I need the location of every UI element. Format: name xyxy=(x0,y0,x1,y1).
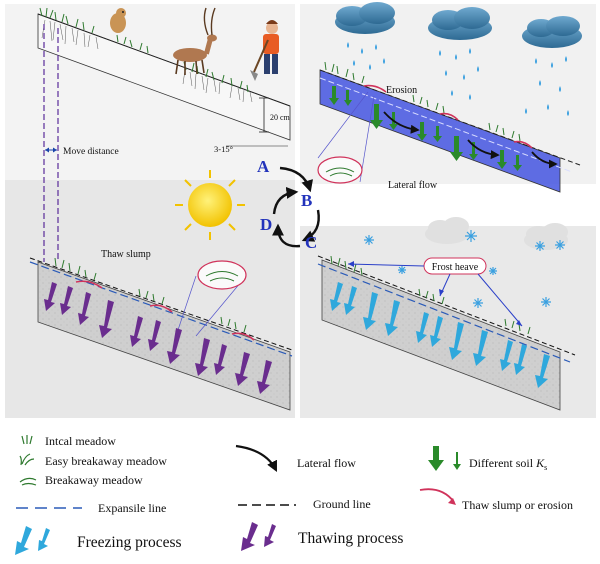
legend-lateral-label: Lateral flow xyxy=(297,456,356,470)
legend-freezing: Freezing process xyxy=(15,526,182,555)
cycle-label-b: B xyxy=(301,191,312,210)
depth-label: 20 cm xyxy=(270,113,291,122)
rain-cloud-icon xyxy=(428,7,492,40)
legend-expansile-line: Expansile line xyxy=(16,501,166,515)
slope-angle-label: 3-15° xyxy=(214,144,233,154)
freezing-arrows-bottom-right xyxy=(330,282,550,388)
legend-expansile-label: Expansile line xyxy=(98,501,166,515)
zoom-ellipse-top-right xyxy=(317,91,375,184)
snowflake-icon xyxy=(398,266,406,274)
legend-breakaway-label: Breakaway meadow xyxy=(45,473,143,487)
bottom-right-slope xyxy=(317,255,576,411)
legend-easy-label: Easy breakaway meadow xyxy=(45,454,167,468)
move-distance-marker: Move distance xyxy=(43,24,119,262)
rain-cloud-icon xyxy=(335,2,395,34)
snowflake-icon xyxy=(465,230,477,242)
marmot-icon xyxy=(110,8,126,33)
legend-thaw-slump: Thaw slump or erosion xyxy=(419,488,573,512)
raindrops xyxy=(347,42,569,116)
snowflake-icon xyxy=(535,241,545,251)
intact-meadow-icon xyxy=(21,435,33,445)
lateral-flow-icon xyxy=(235,444,277,472)
erosion-arrows-top-right xyxy=(363,84,533,149)
sun-icon xyxy=(175,170,245,240)
grass-top-right xyxy=(324,61,521,142)
freezing-arrow-small-icon xyxy=(38,528,50,551)
frost-heave-callout: Frost heave xyxy=(347,257,523,327)
snowflakes xyxy=(364,230,565,308)
thawing-arrow-small-icon xyxy=(264,524,276,547)
lateral-flow-arrows-top-right xyxy=(383,111,558,169)
thawing-arrow-large-icon xyxy=(241,522,258,551)
erosion-label: Erosion xyxy=(386,85,417,96)
ks-small-arrow-icon xyxy=(453,452,461,470)
snowflake-icon xyxy=(489,267,497,275)
legend-ground-line: Ground line xyxy=(238,497,371,511)
cycle-diagram: A B C D xyxy=(257,157,320,252)
legend-thawing: Thawing process xyxy=(241,522,403,551)
lateral-flow-label: Lateral flow xyxy=(388,180,438,191)
legend-breakaway-meadow: Breakaway meadow xyxy=(19,473,143,487)
legend-thaw-slump-label: Thaw slump or erosion xyxy=(462,498,573,512)
cycle-label-c: C xyxy=(305,233,317,252)
thaw-slump-arrow-icon xyxy=(419,488,455,503)
ks-arrows-top-right xyxy=(329,86,522,171)
thawing-arrows-bottom-left xyxy=(44,282,272,394)
snowflake-icon xyxy=(555,240,565,250)
depth-marker: 20 cm xyxy=(259,97,291,133)
rain-cloud-icon xyxy=(522,16,582,48)
freezing-arrow-large-icon xyxy=(15,526,32,555)
roots-top-left xyxy=(41,19,253,103)
snowflake-icon xyxy=(541,297,551,307)
legend-thawing-label: Thawing process xyxy=(298,530,403,547)
bottom-left-slope xyxy=(29,257,293,411)
clouds xyxy=(335,2,582,48)
legend-ground-label: Ground line xyxy=(313,497,371,511)
frost-heave-label: Frost heave xyxy=(432,262,479,273)
slump-arrows-bottom-left xyxy=(75,280,255,341)
cycle-label-d: D xyxy=(260,215,272,234)
snowflake-icon xyxy=(364,235,374,245)
snowflake-icon xyxy=(473,298,483,308)
digging-person-icon xyxy=(250,20,279,81)
breakaway-meadow-icon xyxy=(19,477,37,486)
legend-soil-ks: Different soil Ks xyxy=(428,446,547,472)
legend-freezing-label: Freezing process xyxy=(77,534,182,551)
legend-easy-meadow: Easy breakaway meadow xyxy=(19,453,167,468)
move-distance-label: Move distance xyxy=(63,147,119,157)
easy-meadow-icon xyxy=(19,453,35,466)
thaw-slump-label: Thaw slump xyxy=(101,249,151,260)
legend-soil-ks-label: Different soil Ks xyxy=(469,456,547,472)
legend-intact-meadow: Intcal meadow xyxy=(21,434,116,448)
antelope-icon xyxy=(173,7,217,75)
grass-bottom-right xyxy=(330,255,531,335)
ks-large-arrow-icon xyxy=(428,446,444,471)
legend-lateral-flow: Lateral flow xyxy=(235,444,356,472)
legend-intact-label: Intcal meadow xyxy=(45,434,116,448)
legend: Intcal meadow Easy breakaway meadow Brea… xyxy=(15,434,573,555)
cycle-label-a: A xyxy=(257,157,270,176)
snow-cloud-icon xyxy=(425,217,469,244)
zoom-ellipse-bottom-left xyxy=(177,260,247,337)
grass-bottom-left xyxy=(54,257,247,333)
